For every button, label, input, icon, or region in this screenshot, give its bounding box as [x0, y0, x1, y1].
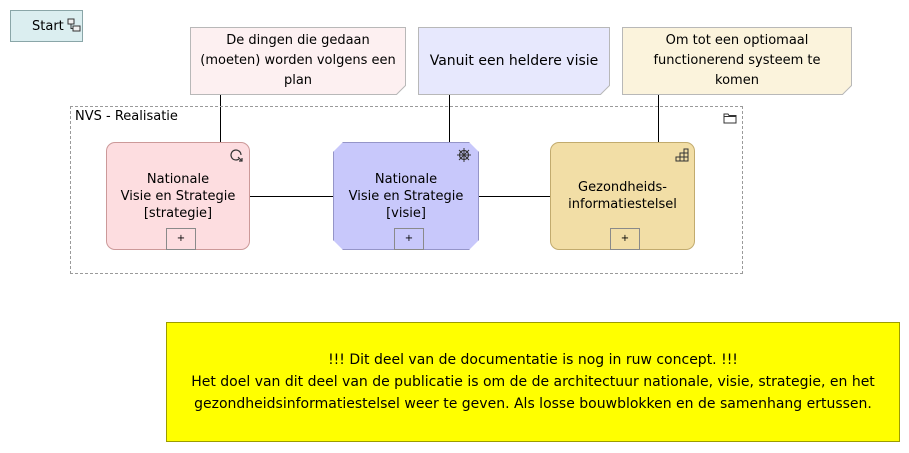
gis-line-2: informatiestelsel: [568, 197, 677, 212]
connector-systeem-to-gis: [658, 95, 659, 142]
banner-line-3: gezondheidsinformatiestelsel weer te gev…: [194, 396, 872, 412]
visie-line-3: [visie]: [386, 205, 426, 221]
visie-line-2: Visie en Strategie: [348, 188, 464, 204]
wheel-icon: [456, 147, 472, 163]
expand-button[interactable]: +: [394, 228, 424, 250]
components-icon: [67, 18, 81, 32]
course-of-action-icon: [230, 149, 243, 162]
element-nationale-visie-strategie-visie[interactable]: Nationale Visie en Strategie [visie] +: [333, 142, 479, 250]
gis-line-1: Gezondheids-: [578, 180, 667, 195]
note-systeem-text: Om tot een optiomaal functionerend syste…: [653, 33, 821, 88]
connector-visie-note-to-visie: [449, 95, 450, 142]
note-visie[interactable]: Vanuit een heldere visie: [418, 27, 610, 95]
note-plan-fold: [396, 85, 406, 95]
capability-icon: [675, 148, 689, 162]
start-button[interactable]: Start: [10, 10, 83, 42]
connector-plan-to-strategie: [220, 95, 221, 142]
note-systeem-fold: [842, 85, 852, 95]
note-visie-text: Vanuit een heldere visie: [429, 53, 599, 69]
element-nationale-visie-strategie-strategie[interactable]: Nationale Visie en Strategie [strategie]…: [106, 142, 250, 250]
connector-strategie-to-visie: [250, 196, 333, 197]
note-plan-text: De dingen die gedaan (moeten) worden vol…: [200, 33, 396, 88]
strategie-line-1: Nationale: [146, 171, 210, 187]
strategie-line-3: [strategie]: [143, 205, 213, 221]
strategie-line-2: Visie en Strategie: [120, 188, 236, 204]
element-gezondheidsinformatiestelsel[interactable]: Gezondheids- informatiestelsel +: [550, 142, 695, 250]
group-nvs-realisatie[interactable]: NVS - Realisatie: [70, 106, 743, 274]
start-label: Start: [32, 18, 64, 34]
note-systeem[interactable]: Om tot een optiomaal functionerend syste…: [622, 27, 852, 95]
visie-line-1: Nationale: [374, 171, 438, 187]
banner-line-2: Het doel van dit deel van de publicatie …: [191, 374, 875, 390]
group-label: NVS - Realisatie: [75, 109, 178, 124]
note-visie-fold: [600, 85, 610, 95]
concept-warning-banner: !!! Dit deel van de documentatie is nog …: [166, 322, 900, 442]
note-plan[interactable]: De dingen die gedaan (moeten) worden vol…: [190, 27, 406, 95]
banner-line-1: !!! Dit deel van de documentatie is nog …: [328, 352, 738, 368]
folder-icon: [723, 113, 737, 124]
expand-button[interactable]: +: [610, 228, 640, 250]
expand-button[interactable]: +: [166, 228, 196, 250]
connector-visie-to-gis: [479, 196, 550, 197]
